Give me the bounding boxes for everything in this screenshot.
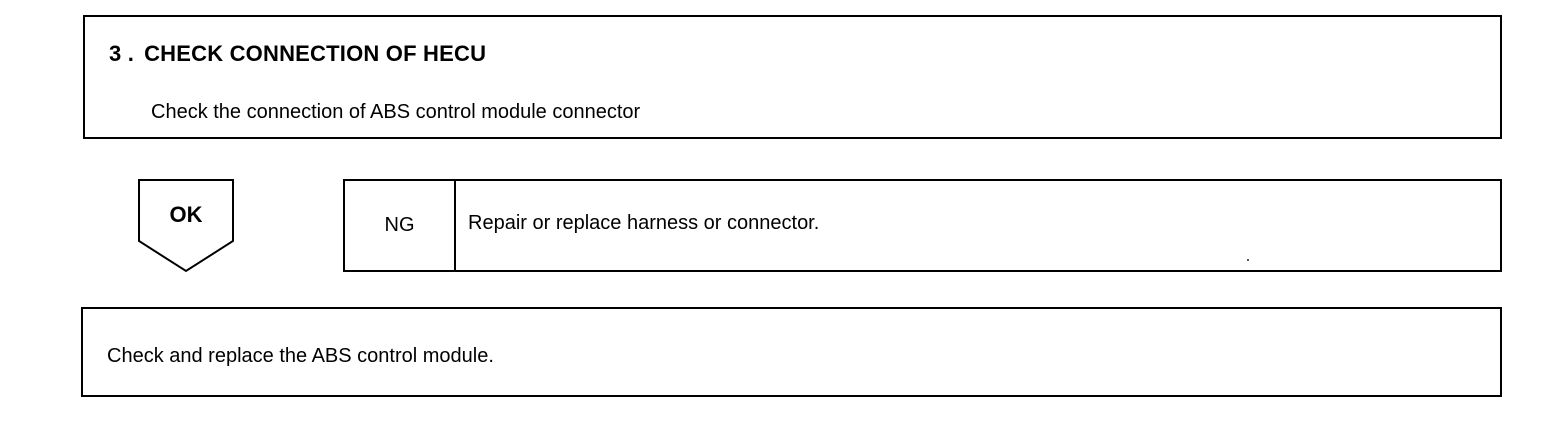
next-step-box: Check and replace the ABS control module… <box>81 307 1502 397</box>
step-title: 3 . CHECK CONNECTION OF HECU <box>109 41 486 67</box>
step-number: 3 . <box>109 41 135 66</box>
step-box: 3 . CHECK CONNECTION OF HECU Check the co… <box>83 15 1502 139</box>
ng-action-text: Repair or replace harness or connector. <box>468 212 820 234</box>
down-arrow-pentagon-icon <box>138 179 234 273</box>
ok-label: OK <box>169 202 203 227</box>
step-title-text: CHECK CONNECTION OF HECU <box>144 41 487 66</box>
next-step-text: Check and replace the ABS control module… <box>107 345 494 367</box>
ng-label: NG <box>345 181 456 270</box>
step-description: Check the connection of ABS control modu… <box>151 101 641 123</box>
stray-mark <box>1247 259 1249 261</box>
ng-result-box: NG Repair or replace harness or connecto… <box>343 179 1502 272</box>
